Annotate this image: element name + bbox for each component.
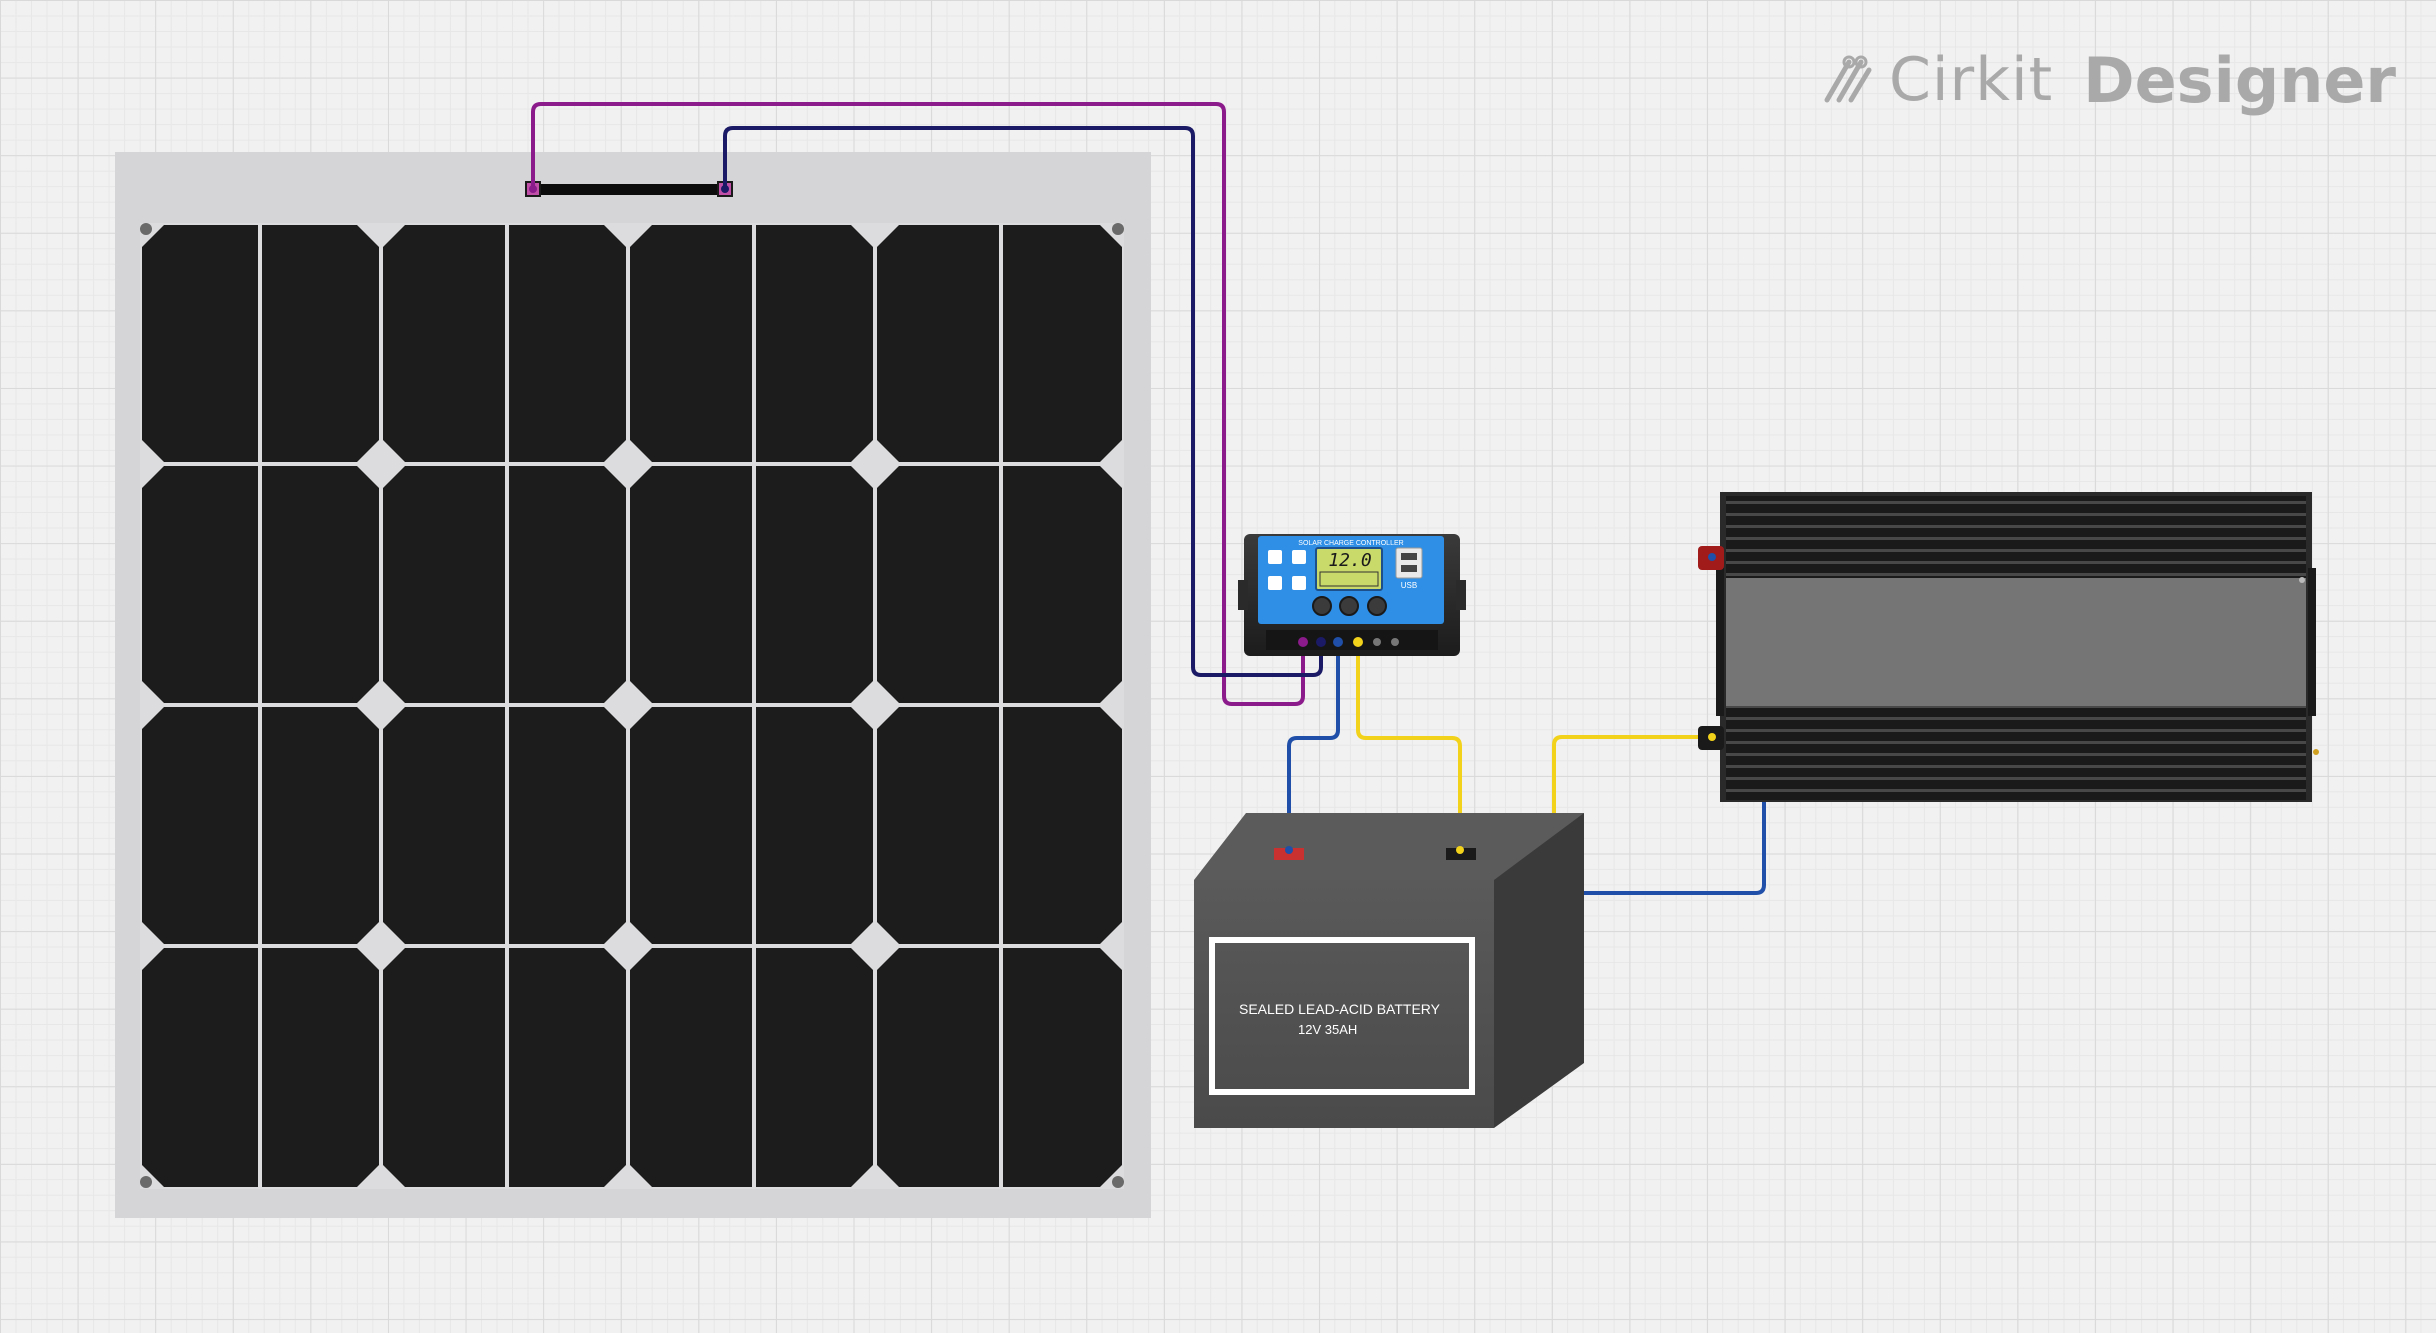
endpoint	[721, 185, 729, 193]
battery-side	[1494, 813, 1584, 1128]
solar-cell	[1003, 225, 1122, 462]
solar-cell	[1003, 466, 1122, 703]
solar-cell	[262, 948, 379, 1187]
battery-top	[1194, 813, 1584, 880]
solar-panel-cells	[142, 225, 1122, 1187]
solar-cell	[756, 948, 873, 1187]
solar-cell	[509, 707, 626, 944]
controller-lcd-reading: 12.0	[1328, 550, 1371, 571]
battery-icon	[1292, 576, 1306, 590]
brand-name-part2: Designer	[2083, 43, 2396, 117]
solar-cell	[383, 225, 505, 462]
solar-cell	[509, 225, 626, 462]
inverter-top-fins	[1726, 496, 2306, 584]
solar-cell	[630, 948, 752, 1187]
controller-lcd	[1315, 547, 1383, 591]
controller-mount-tab	[1456, 580, 1466, 610]
endpoint	[1708, 733, 1716, 741]
inverter-center-panel	[1726, 578, 2306, 706]
solar-cell	[142, 466, 258, 703]
mount-hole	[140, 1176, 152, 1188]
wire-battery-positive[interactable]	[1287, 644, 1340, 848]
solar-cell	[756, 466, 873, 703]
solar-cell	[509, 466, 626, 703]
controller-terminal-strip	[1266, 630, 1438, 650]
mount-hole	[1112, 223, 1124, 235]
brand-name-part1: Cirkit	[1888, 45, 2054, 115]
solar-cell	[1003, 707, 1122, 944]
lcd-status-icons	[1319, 571, 1379, 587]
charge-controller[interactable]: SOLAR CHARGE CONTROLLER 12.0 USB	[1238, 534, 1466, 656]
power-inverter[interactable]	[1698, 492, 2319, 802]
solar-cell	[262, 707, 379, 944]
battery-label-line2: 12V 35AH	[1298, 1022, 1357, 1037]
solar-cell	[756, 707, 873, 944]
down-button[interactable]	[1367, 596, 1387, 616]
solar-cell	[630, 225, 752, 462]
light-icon	[1268, 576, 1282, 590]
settings-icon	[1292, 550, 1306, 564]
inverter-screw	[2299, 577, 2305, 583]
usb-ports[interactable]	[1395, 547, 1423, 579]
solar-cell	[877, 225, 999, 462]
controller-battery-positive-terminal[interactable]	[1333, 637, 1343, 647]
battery-label-line1: SEALED LEAD-ACID BATTERY	[1239, 1001, 1441, 1017]
solar-cell	[877, 466, 999, 703]
solar-cell	[630, 707, 752, 944]
endpoint	[1708, 553, 1716, 561]
battery-front	[1194, 880, 1494, 1128]
wire-panel-positive[interactable]	[531, 102, 1305, 706]
inverter-bottom-fins	[1726, 706, 2306, 800]
mount-hole	[1112, 1176, 1124, 1188]
solar-cell	[262, 225, 379, 462]
solar-cell	[383, 707, 505, 944]
usb-label: USB	[1401, 581, 1417, 590]
controller-load-positive-terminal[interactable]	[1373, 638, 1381, 646]
solar-cell	[262, 466, 379, 703]
endpoint	[1285, 846, 1293, 854]
inverter-ac-output[interactable]	[2313, 749, 2319, 755]
menu-button[interactable]	[1312, 596, 1332, 616]
solar-cell	[877, 948, 999, 1187]
cirkit-logo-icon	[1824, 55, 1872, 103]
solar-cell	[630, 466, 752, 703]
solar-cell	[1003, 948, 1122, 1187]
up-button[interactable]	[1339, 596, 1359, 616]
solar-panel[interactable]	[115, 152, 1151, 1218]
controller-pv-negative-terminal[interactable]	[1316, 637, 1326, 647]
inverter-end-cap	[2308, 568, 2316, 716]
solar-cell	[383, 466, 505, 703]
solar-icon	[1268, 550, 1282, 564]
solar-cell	[142, 948, 258, 1187]
endpoint	[529, 185, 537, 193]
controller-battery-negative-terminal[interactable]	[1353, 637, 1363, 647]
battery[interactable]: SEALED LEAD-ACID BATTERY 12V 35AH	[1194, 813, 1584, 1128]
solar-cell	[509, 948, 626, 1187]
battery-negative-terminal[interactable]	[1446, 848, 1476, 860]
controller-header-text: SOLAR CHARGE CONTROLLER	[1298, 540, 1403, 547]
solar-cell	[877, 707, 999, 944]
endpoint	[1456, 846, 1464, 854]
usb-port-icon	[1401, 565, 1417, 572]
controller-load-negative-terminal[interactable]	[1391, 638, 1399, 646]
controller-mount-tab	[1238, 580, 1248, 610]
solar-cell	[383, 948, 505, 1187]
inverter-end-cap	[1716, 568, 1724, 716]
mount-hole	[140, 223, 152, 235]
usb-port-icon	[1401, 553, 1417, 560]
cirkit-designer-logo: Cirkit Designer	[1819, 40, 2396, 120]
wire-battery-negative[interactable]	[1356, 644, 1462, 848]
controller-pv-positive-terminal[interactable]	[1298, 637, 1308, 647]
wire-endpoints	[529, 185, 1716, 854]
junction-box	[532, 184, 732, 195]
solar-cell	[142, 225, 258, 462]
wire-panel-negative[interactable]	[723, 126, 1323, 677]
solar-cell	[142, 707, 258, 944]
solar-cell	[756, 225, 873, 462]
battery-label-frame	[1209, 937, 1475, 1095]
